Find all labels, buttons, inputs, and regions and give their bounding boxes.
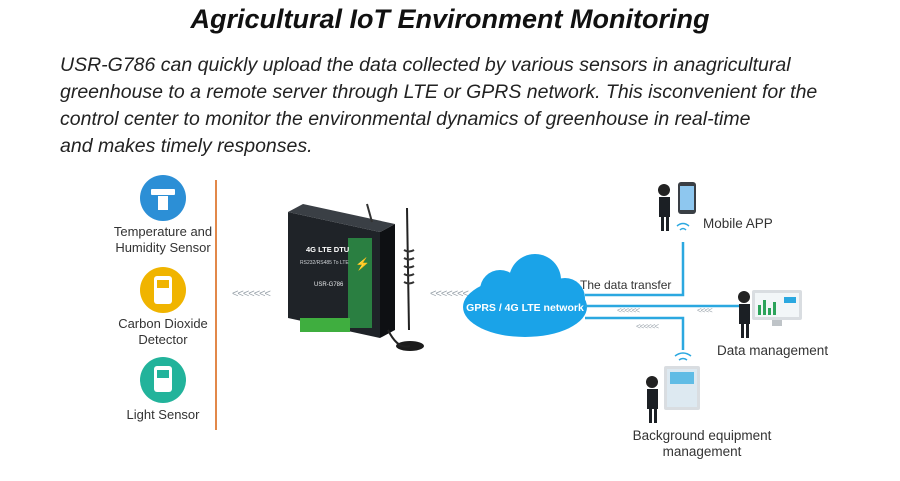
device-name: 4G LTE DTU <box>306 245 349 254</box>
endpoint-label: Data management <box>717 343 828 358</box>
light-sensor: Light Sensor <box>127 357 201 422</box>
sensor-label: Humidity Sensor <box>115 240 211 255</box>
temperature-humidity-sensor: Temperature and Humidity Sensor <box>114 175 212 255</box>
dtu-device: 4G LTE DTU RS232/RS485 To LTE USR-G786 ⚡ <box>288 203 395 338</box>
sensor-label: Temperature and <box>114 224 212 239</box>
light-sensor-screen <box>157 370 169 378</box>
description-line: and makes timely responses. <box>60 135 313 157</box>
mobile-link <box>585 242 685 297</box>
sensor-divider <box>215 180 217 430</box>
page-title: Agricultural IoT Environment Monitoring <box>190 4 710 34</box>
sensor-label: Light Sensor <box>127 407 201 422</box>
person-body <box>739 304 750 324</box>
device-subtitle: RS232/RS485 To LTE <box>300 260 349 266</box>
description-line: greenhouse to a remote server through LT… <box>60 81 818 103</box>
arrow-chevrons: <<<<<< <box>617 306 640 315</box>
sensor-label: Detector <box>138 332 188 347</box>
sensor-body <box>158 196 168 210</box>
person-head <box>738 291 750 303</box>
person-head <box>658 184 670 196</box>
data-management-endpoint: Data management <box>717 290 828 358</box>
description-line: USR-G786 can quickly upload the data col… <box>60 54 791 76</box>
endpoint-label: management <box>663 444 742 459</box>
description-line: control center to monitor the environmen… <box>60 108 751 130</box>
device-green-panel <box>348 238 372 328</box>
endpoint-label: Background equipment <box>633 428 772 443</box>
cloud-label: GPRS / 4G LTE network <box>466 302 584 314</box>
detector-screen <box>157 280 169 288</box>
arrow-chevrons: <<<<<< <box>636 322 659 331</box>
phone-screen <box>680 186 694 210</box>
small-antenna <box>366 203 373 223</box>
network-cloud: GPRS / 4G LTE network <box>463 254 587 337</box>
wifi-icon <box>674 352 692 361</box>
background-management-endpoint: Background equipment management <box>633 352 772 459</box>
carbon-dioxide-detector: Carbon Dioxide Detector <box>118 267 208 347</box>
arrow-chevrons: <<<<<<< <box>430 288 469 300</box>
description: USR-G786 can quickly upload the data col… <box>60 52 880 160</box>
sensor-label: Carbon Dioxide <box>118 316 208 331</box>
antenna-cable <box>387 329 411 348</box>
antenna-coil <box>403 249 415 285</box>
external-antenna <box>387 207 424 351</box>
person-head <box>646 376 658 388</box>
person-body <box>659 197 670 217</box>
endpoint-label: Mobile APP <box>703 216 773 231</box>
device-model: USR-G786 <box>314 282 344 288</box>
antenna-rod <box>406 207 410 331</box>
device-side <box>380 224 395 338</box>
arrow-chevrons: <<<<<<< <box>232 288 271 300</box>
light-sensor-body <box>154 366 172 392</box>
lightning-icon: ⚡ <box>355 257 370 271</box>
wifi-icon <box>676 222 690 231</box>
mobile-app-endpoint: Mobile APP <box>658 182 773 231</box>
sensor-head <box>151 189 175 195</box>
person-body <box>647 389 658 409</box>
background-link <box>585 316 685 350</box>
transfer-label: The data transfer <box>580 278 671 292</box>
device-top <box>288 204 395 232</box>
data-links <box>585 242 740 350</box>
arrow-chevrons: <<<< <box>697 306 713 315</box>
terminal-block <box>300 318 350 332</box>
